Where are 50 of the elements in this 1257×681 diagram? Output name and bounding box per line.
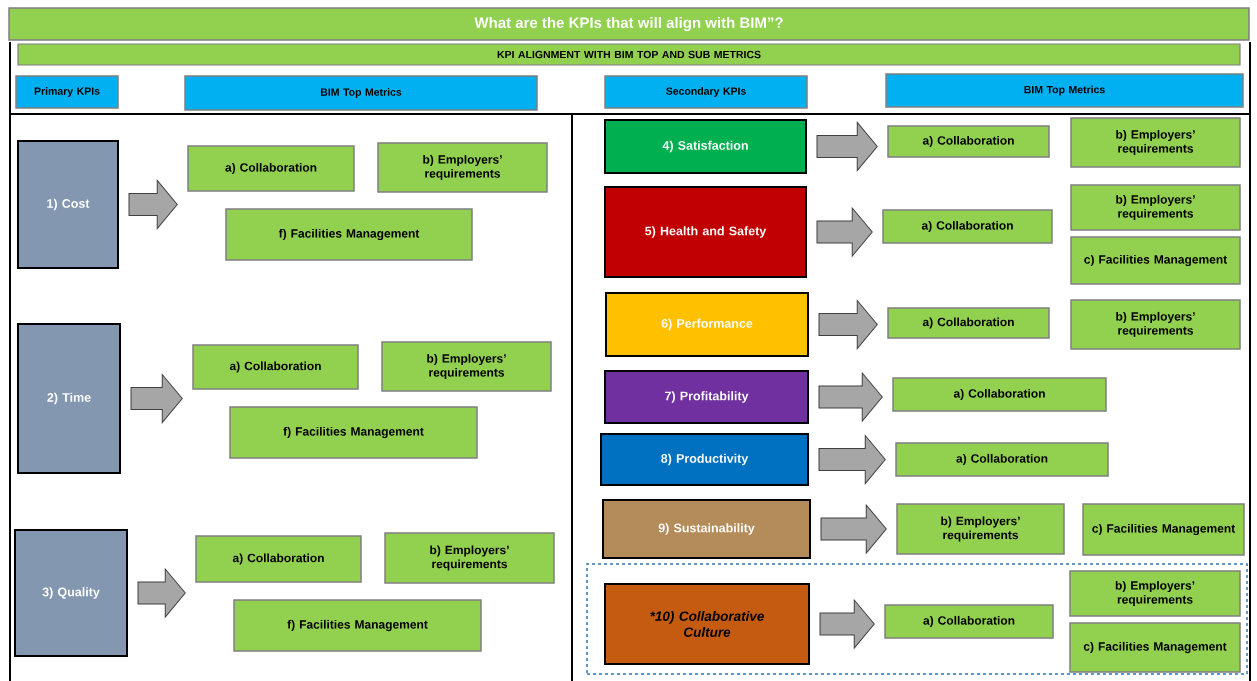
title-bar: What are the KPIs that will align with BIM”?: [8, 7, 1250, 41]
block-arrow: [820, 504, 887, 554]
metric-box: c) Facilities Management: [1070, 236, 1241, 285]
kpi-box: 3) Quality: [14, 529, 128, 657]
block-arrow: [816, 122, 878, 171]
block-arrow: [816, 207, 873, 257]
kpi-box: 8) Productivity: [600, 433, 809, 486]
block-arrow: [137, 568, 186, 618]
kpi-box: 6) Performance: [605, 292, 809, 357]
metric-box: a) Collaboration: [882, 209, 1053, 244]
kpi-box: 4) Satisfaction: [604, 119, 807, 174]
kpi-box: *10) Collaborative Culture: [604, 583, 810, 665]
metric-box: b) Employers’ requirements: [1070, 184, 1241, 231]
metric-box: b) Employers’ requirements: [896, 503, 1065, 555]
metric-box: f) Facilities Management: [225, 208, 473, 261]
header-cell: BIM Top Metrics: [885, 73, 1244, 108]
metric-box: c) Facilities Management: [1082, 503, 1245, 556]
metric-box: b) Employers’ requirements: [381, 341, 552, 392]
metric-box: b) Employers’ requirements: [1069, 570, 1241, 617]
header-cell: BIM Top Metrics: [184, 75, 538, 111]
kpi-box: 5) Health and Safety: [604, 186, 807, 278]
dashed-group-box: [586, 563, 1248, 675]
metric-box: b) Employers’ requirements: [1070, 299, 1241, 350]
block-arrow: [818, 435, 886, 484]
block-arrow: [128, 180, 178, 229]
block-arrow: [818, 372, 883, 422]
header-cell: Secondary KPIs: [604, 75, 808, 109]
kpi-box: 7) Profitability: [604, 370, 809, 424]
metric-box: a) Collaboration: [195, 535, 362, 583]
header-cell: Primary KPIs: [15, 75, 119, 109]
metric-box: b) Employers’ requirements: [1070, 117, 1241, 168]
block-arrow: [819, 599, 875, 649]
metric-box: b) Employers’ requirements: [384, 532, 555, 584]
metric-box: a) Collaboration: [892, 377, 1107, 412]
kpi-box: 9) Sustainability: [602, 499, 811, 559]
metric-box: f) Facilities Management: [233, 599, 482, 652]
metric-box: a) Collaboration: [884, 604, 1054, 639]
block-arrow: [818, 300, 878, 349]
metric-box: a) Collaboration: [887, 307, 1050, 339]
metric-box: a) Collaboration: [192, 344, 359, 390]
metric-box: a) Collaboration: [895, 442, 1109, 477]
metric-box: f) Facilities Management: [229, 406, 478, 459]
metric-box: b) Employers’ requirements: [377, 142, 548, 193]
metric-box: c) Facilities Management: [1069, 622, 1241, 673]
kpi-box: 2) Time: [17, 323, 121, 474]
subtitle-bar: KPI ALIGNMENT WITH BIM TOP AND SUB METRICS: [17, 43, 1241, 66]
metric-box: a) Collaboration: [187, 145, 355, 192]
kpi-box: 1) Cost: [17, 140, 119, 269]
metric-box: a) Collaboration: [887, 125, 1050, 158]
block-arrow: [130, 374, 183, 423]
